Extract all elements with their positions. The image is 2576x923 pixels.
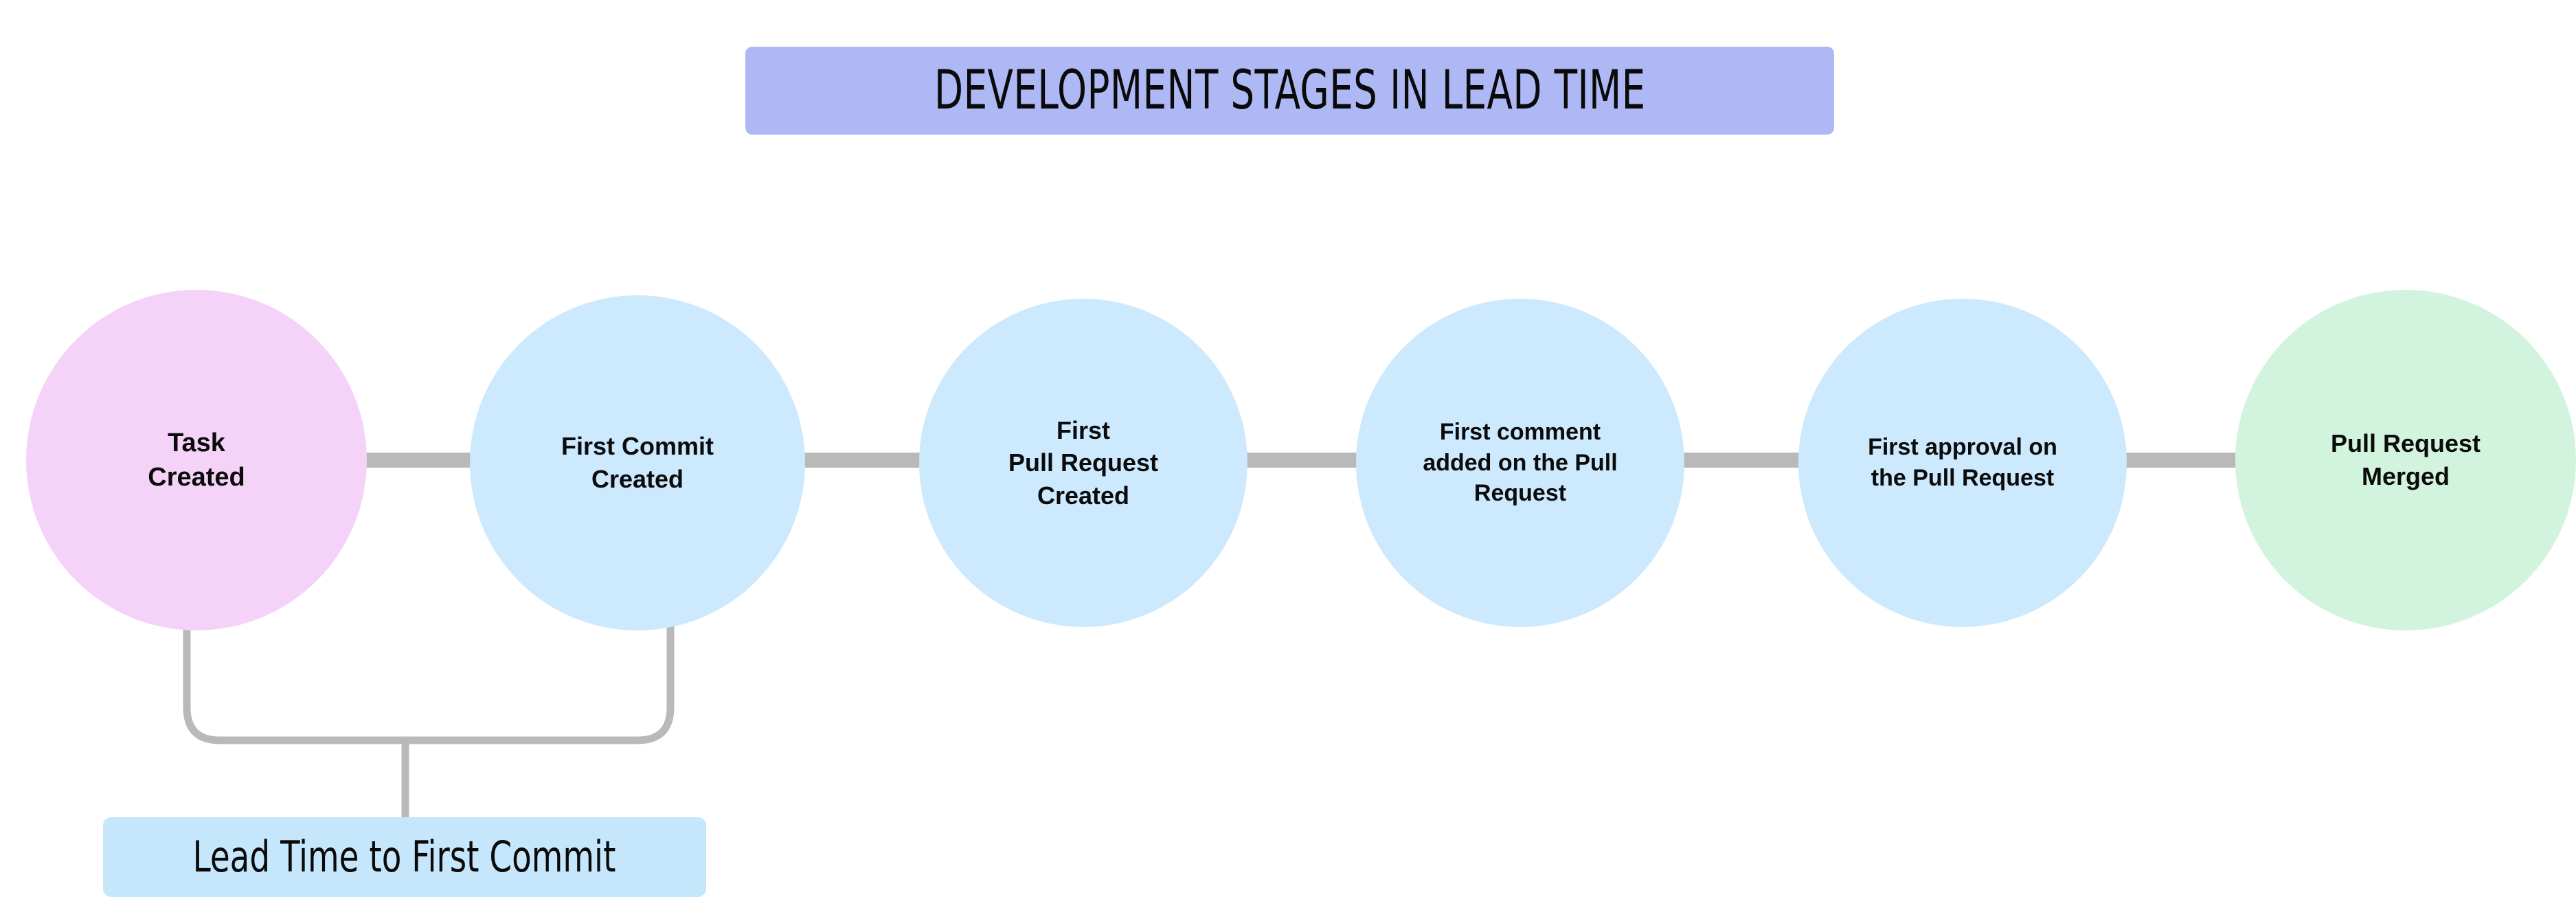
stage-label-task-created: Task Created [148, 428, 245, 492]
connector-1-2 [360, 453, 477, 468]
connector-3-4 [1241, 453, 1363, 468]
stage-label-first-comment-on-pull-request: First comment added on the Pull Request [1423, 418, 1618, 507]
stage-label-first-pull-request-created: First Pull Request Created [1008, 415, 1159, 510]
page-title: DEVELOPMENT STAGES IN LEAD TIME [934, 60, 1646, 122]
lead-time-bracket [183, 611, 675, 817]
stage-node-first-pull-request-created[interactable]: First Pull Request Created [919, 299, 1247, 627]
stage-node-first-approval-on-pull-request[interactable]: First approval on the Pull Request [1798, 299, 2127, 627]
lead-time-label: Lead Time to First Commit [193, 832, 616, 882]
stage-label-pull-request-merged: Pull Request Merged [2330, 429, 2481, 490]
stage-node-pull-request-merged[interactable]: Pull Request Merged [2235, 290, 2576, 630]
connector-4-5 [1677, 453, 1805, 468]
diagram-title-box: DEVELOPMENT STAGES IN LEAD TIME [745, 47, 1834, 135]
stage-node-first-comment-on-pull-request[interactable]: First comment added on the Pull Request [1356, 299, 1684, 627]
connector-5-6 [2120, 453, 2242, 468]
stage-node-task-created[interactable]: Task Created [26, 290, 367, 630]
connector-2-3 [798, 453, 926, 468]
stage-label-first-approval-on-pull-request: First approval on the Pull Request [1868, 434, 2057, 491]
stage-node-first-commit-created[interactable]: First Commit Created [470, 295, 805, 630]
stage-label-first-commit-created: First Commit Created [561, 432, 714, 493]
lead-time-label-box[interactable]: Lead Time to First Commit [103, 817, 706, 897]
